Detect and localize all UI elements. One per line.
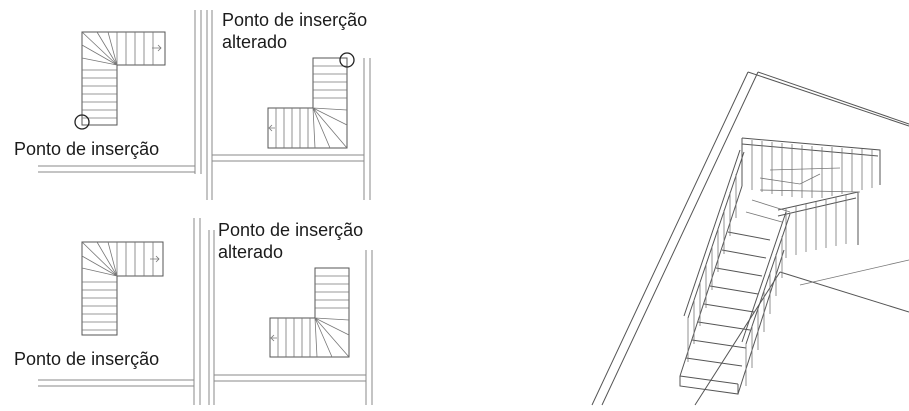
label-line: Ponto de inserção — [222, 10, 368, 30]
label-line: Ponto de inserção — [218, 220, 364, 240]
walls-panel-1 — [38, 10, 202, 174]
stair-plan-3 — [81, 241, 164, 336]
label-changed-insertion-point-2: Ponto de inserção alterado — [218, 219, 363, 263]
label-insertion-point-2: Ponto de inserção — [14, 349, 160, 369]
label-line: alterado — [222, 32, 288, 52]
circle-marker-icon — [74, 114, 90, 130]
walls-panel-4 — [208, 230, 373, 405]
label-changed-insertion-point-1: Ponto de inserção alterado — [222, 9, 367, 53]
label-line: alterado — [218, 242, 284, 262]
label-insertion-point-1: Ponto de inserção — [14, 139, 160, 159]
isometric-stair-with-railing-icon — [591, 71, 909, 406]
stair-plan-2 — [267, 52, 355, 149]
stair-plan-4 — [269, 267, 350, 358]
stair-plan-1 — [74, 31, 166, 130]
circle-marker-icon — [339, 52, 355, 68]
walls-panel-3 — [38, 218, 201, 405]
walls-panel-2 — [206, 10, 371, 200]
